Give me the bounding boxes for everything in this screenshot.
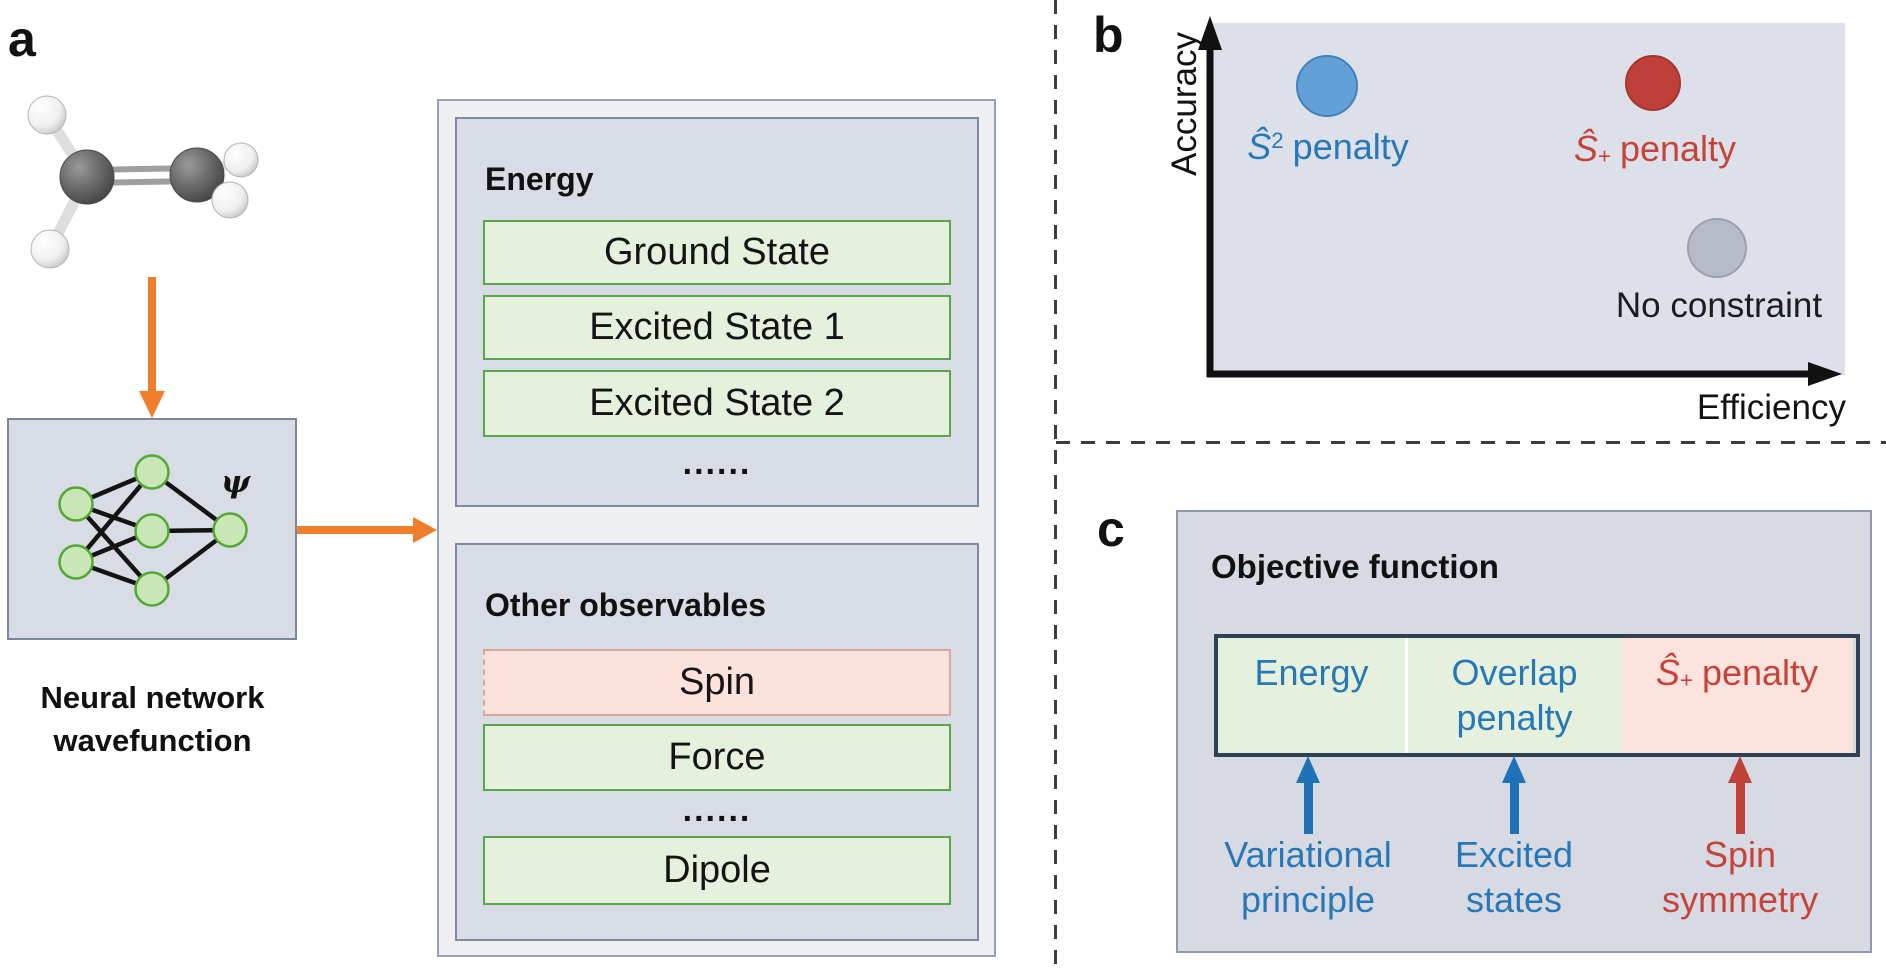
down-arrow-icon <box>148 277 156 392</box>
up-arrow-spin <box>1728 756 1752 834</box>
row-excited-state-1: Excited State 1 <box>483 295 951 360</box>
panel-a-label: a <box>8 11 36 67</box>
observables-section: Other observables Spin Force ...... Dipo… <box>455 543 979 941</box>
annotation-variational-principle: Variational principle <box>1224 834 1392 920</box>
y-axis-label: Accuracy <box>1165 32 1204 176</box>
horizontal-dashed-divider <box>1056 441 1886 444</box>
right-arrow-icon <box>297 526 415 534</box>
observables-ellipsis: ...... <box>682 791 752 829</box>
x-axis-arrowhead-icon <box>1808 362 1842 386</box>
panel-c-label: c <box>1097 501 1125 557</box>
bar-segment-overlap-penalty: Overlap penalty <box>1408 638 1621 753</box>
axes-arrows <box>1198 16 1842 386</box>
energy-title: Energy <box>485 161 594 197</box>
objective-function-box: Objective function Energy Overlap penalt… <box>1176 510 1872 953</box>
objective-bar: Energy Overlap penalty Ŝ+penalty <box>1214 634 1860 757</box>
neural-network-box: ψ <box>7 418 297 640</box>
down-arrow-head-icon <box>139 391 165 418</box>
neural-network-diagram <box>58 454 248 607</box>
nn-caption-line1: Neural network <box>40 680 265 715</box>
psi-symbol: ψ <box>221 464 251 500</box>
label-splus-penalty: Ŝ+penalty <box>1573 128 1737 169</box>
energy-section: Energy Ground State Excited State 1 Exci… <box>455 117 979 507</box>
nn-caption-line2: wavefunction <box>53 723 252 758</box>
x-axis-label: Efficiency <box>1696 388 1846 427</box>
vertical-dashed-divider <box>1054 0 1057 974</box>
bar-segment-splus-penalty: Ŝ+penalty <box>1621 638 1853 753</box>
observables-title: Other observables <box>485 587 766 623</box>
objective-function-title: Objective function <box>1211 548 1499 585</box>
dot-s2-penalty <box>1296 55 1358 117</box>
dot-splus-penalty <box>1625 55 1681 111</box>
bar-segment-energy: Energy <box>1218 638 1408 753</box>
row-dipole: Dipole <box>483 836 951 905</box>
right-arrow-head-icon <box>413 517 437 543</box>
up-arrow-excited <box>1502 756 1526 834</box>
row-excited-state-2: Excited State 2 <box>483 370 951 437</box>
annotation-excited-states: Excited states <box>1454 834 1574 920</box>
row-spin: Spin <box>483 649 951 716</box>
molecule-illustration <box>27 95 259 269</box>
up-arrow-variational <box>1296 756 1320 834</box>
dot-no-constraint <box>1687 218 1747 278</box>
energy-ellipsis: ...... <box>682 444 752 482</box>
row-ground-state: Ground State <box>483 220 951 285</box>
row-force: Force <box>483 724 951 791</box>
annotation-spin-symmetry: Spin symmetry <box>1662 834 1818 920</box>
y-axis-arrowhead-icon <box>1198 16 1222 50</box>
panel-b-label: b <box>1093 7 1124 63</box>
nn-caption: Neural network wavefunction <box>0 676 305 762</box>
label-no-constraint: No constraint <box>1615 286 1823 325</box>
